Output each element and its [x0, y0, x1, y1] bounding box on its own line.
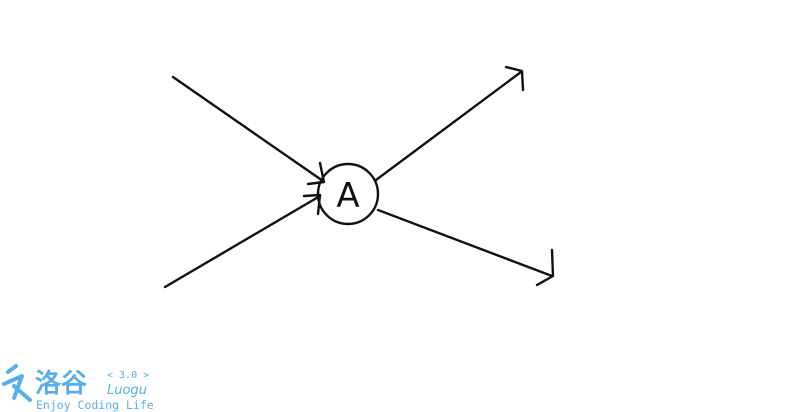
watermark-name-cn: 洛谷: [35, 368, 88, 399]
edge-line: [374, 70, 523, 182]
edge-line: [376, 208, 554, 278]
edge-in-bottom: [163, 193, 322, 289]
watermark-slogan: Enjoy Coding Life: [36, 398, 154, 412]
edge-out-top: [374, 65, 525, 182]
node-label: A: [336, 176, 359, 216]
arrowhead-icon: [535, 248, 555, 287]
watermark-name-en: Luogu: [107, 383, 147, 398]
arrowhead-icon: [302, 193, 322, 216]
edge-line: [163, 194, 322, 289]
edge-in-top: [171, 75, 326, 186]
arrowhead-icon: [306, 161, 326, 186]
node-circle: [316, 162, 380, 226]
arrowhead-icon: [504, 65, 525, 92]
luogu-watermark: 洛谷 < 3.0 > Luogu Enjoy Coding Life: [2, 364, 154, 412]
edge-line: [171, 75, 325, 183]
watermark-version: < 3.0 >: [107, 370, 149, 381]
edge-out-bottom: [376, 208, 555, 287]
luogu-logo-icon: [2, 364, 32, 402]
